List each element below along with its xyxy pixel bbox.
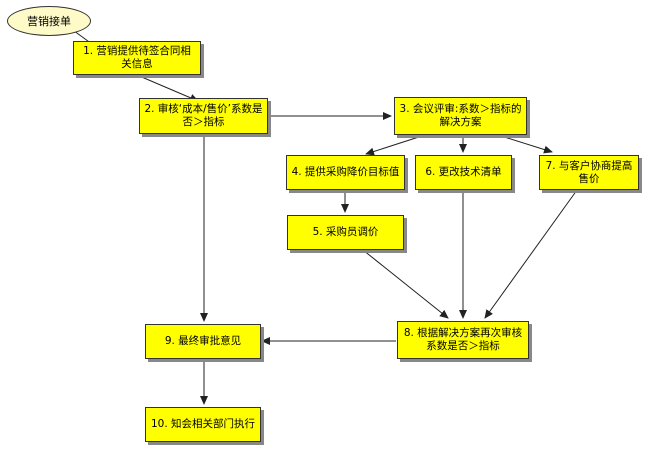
- step-8-label: 8. 根据解决方案再次审核系数是否＞指标: [403, 327, 523, 352]
- step-8-box[interactable]: 8. 根据解决方案再次审核系数是否＞指标: [397, 321, 529, 359]
- step-9-box[interactable]: 9. 最终审批意见: [145, 324, 261, 359]
- step-9-label: 9. 最终审批意见: [164, 335, 242, 347]
- step-2-label: 2. 审核‘成本/售价’系数是否＞指标: [144, 103, 263, 128]
- arrow-7-to-8: [484, 189, 578, 319]
- step-7-label: 7. 与客户协商提高售价: [545, 159, 633, 185]
- step-7-box[interactable]: 7. 与客户协商提高售价: [539, 155, 639, 190]
- step-3-label: 3. 会议评审:系数＞指标的解决方案: [399, 103, 522, 128]
- step-3-box[interactable]: 3. 会议评审:系数＞指标的解决方案: [394, 97, 527, 135]
- step-6-box[interactable]: 6. 更改技术清单: [415, 155, 512, 190]
- arrow-3-to-7: [497, 134, 553, 154]
- step-10-label: 10. 知会相关部门执行: [150, 418, 256, 430]
- start-node-label: 营销接单: [27, 15, 71, 28]
- arrow-5-to-8: [362, 249, 449, 319]
- step-4-label: 4. 提供采购降价目标值: [291, 166, 400, 178]
- step-1-box[interactable]: 1. 营销提供待签合同相关信息: [73, 41, 201, 75]
- start-node[interactable]: 营销接单: [7, 6, 91, 36]
- step-4-box[interactable]: 4. 提供采购降价目标值: [286, 155, 405, 190]
- step-5-box[interactable]: 5. 采购员调价: [287, 215, 404, 250]
- step-2-box[interactable]: 2. 审核‘成本/售价’系数是否＞指标: [139, 98, 268, 134]
- step-1-label: 1. 营销提供待签合同相关信息: [83, 45, 191, 70]
- arrow-1-to-2: [136, 74, 199, 102]
- step-5-label: 5. 采购员调价: [312, 226, 379, 238]
- arrow-3-to-4: [365, 134, 426, 156]
- step-6-label: 6. 更改技术清单: [425, 166, 502, 178]
- step-10-box[interactable]: 10. 知会相关部门执行: [145, 407, 261, 442]
